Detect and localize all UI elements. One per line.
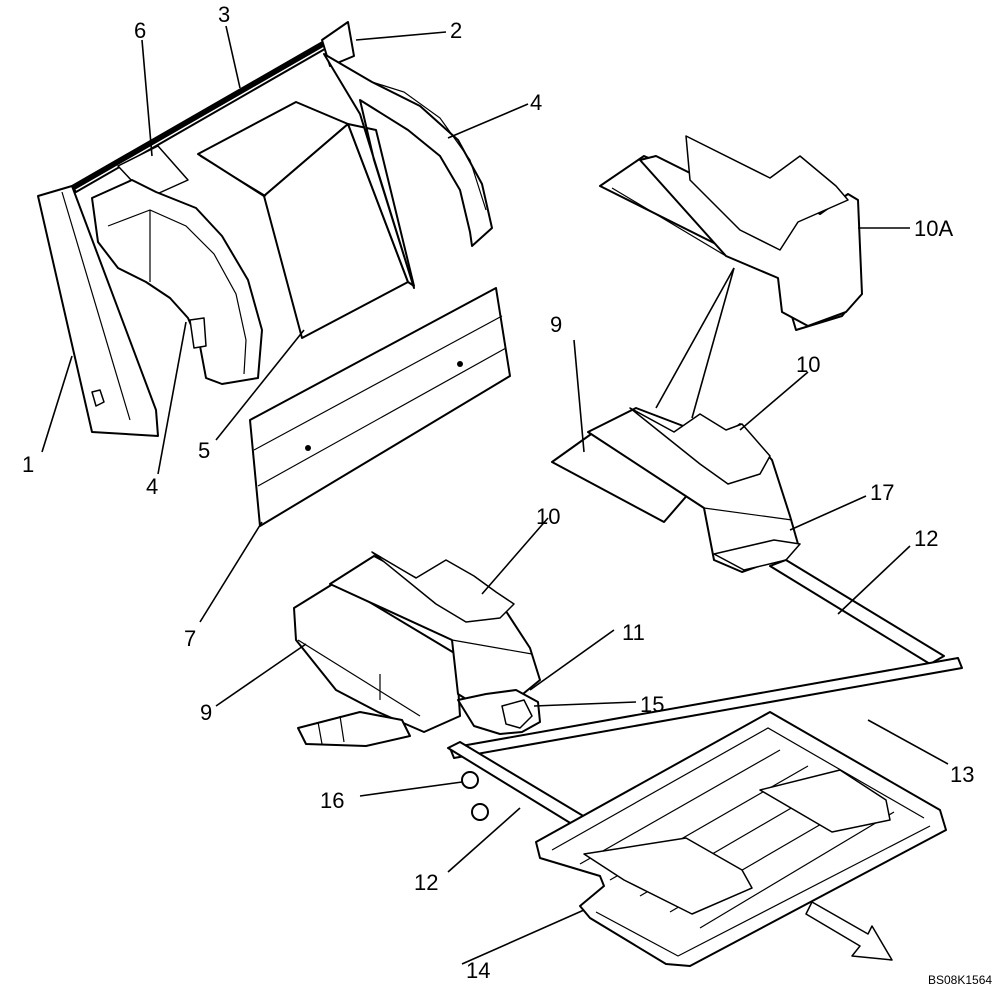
callout-3: 3 [218,2,230,27]
part-7-cover-plate [249,287,511,527]
part-1-left-panel [37,185,159,437]
callout-6: 6 [134,18,146,43]
part-16-nuts [461,771,489,821]
part-4-left-guard [91,179,263,385]
part-15-connector [457,689,541,735]
assembly-guide-lines [655,267,735,419]
direction-arrow [805,901,893,961]
callout-1: 1 [22,452,34,477]
part-10-lower-housing [329,551,541,705]
callout-17: 17 [870,480,894,505]
callout-15: 15 [640,692,664,717]
callout-5: 5 [198,438,210,463]
callout-9-lower: 9 [200,700,212,725]
callout-13: 13 [950,762,974,787]
callout-11: 11 [622,620,645,645]
part-12-upper-rod [769,559,945,665]
callout-leaders [41,25,949,965]
part-4-right-guard [323,53,493,289]
callout-14: 14 [466,958,490,983]
callout-12-upper: 12 [914,526,938,551]
callout-10A: 10A [914,216,953,241]
part-14-floor-mat [535,711,947,967]
callout-7: 7 [184,626,196,651]
part-10A-housing [599,135,863,331]
callout-12-lower: 12 [414,870,438,895]
callout-2: 2 [450,18,462,43]
callout-10-upper: 10 [796,352,820,377]
part-10-upper-housing [587,407,801,573]
callout-4-left: 4 [146,474,158,499]
callout-4-right: 4 [530,90,542,115]
part-16-hose [297,711,411,747]
callout-labels: 1 2 3 4 4 5 6 7 9 9 10 10 10A 11 12 12 1… [22,2,974,983]
callout-9-upper: 9 [550,312,562,337]
figure-reference-code: BS08K1564 [928,973,992,987]
callout-16: 16 [320,788,344,813]
callout-10-lower: 10 [536,504,560,529]
part-13-long-rod [449,657,963,759]
